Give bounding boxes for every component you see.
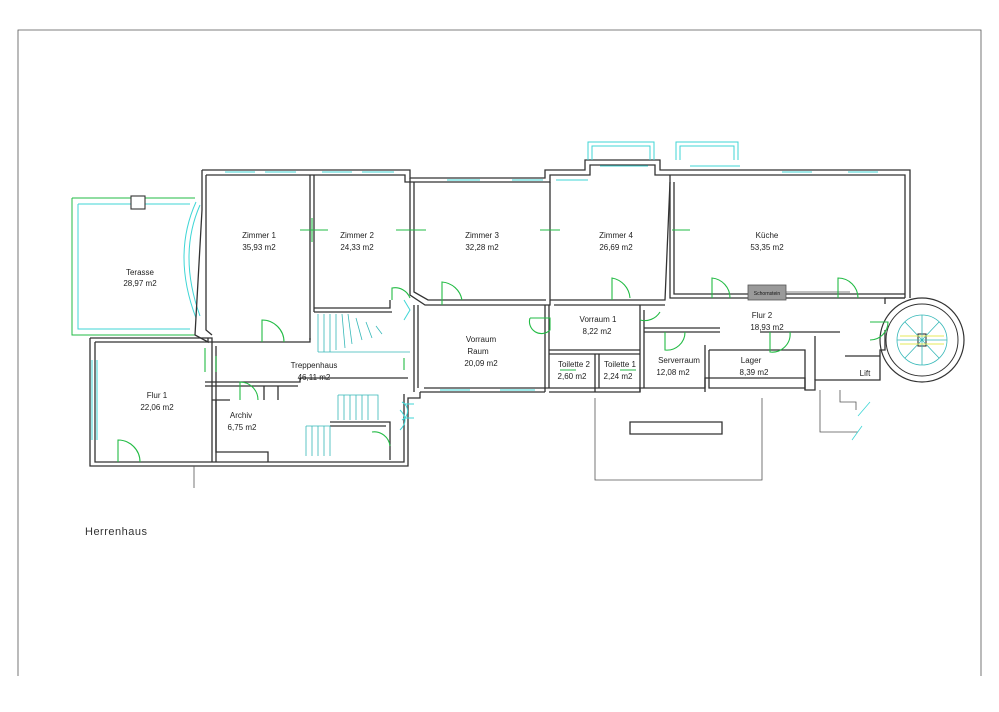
room-name-serverraum: Serverraum <box>658 356 700 365</box>
room-name-vorraum1: Vorraum 1 <box>580 315 617 324</box>
chimney-label: Schornstein <box>754 291 781 297</box>
room-name-treppenhaus: Treppenhaus <box>291 361 338 370</box>
windows <box>91 141 878 440</box>
room-name-vorraum: Vorraum <box>466 335 497 344</box>
room-area-lager: 8,39 m2 <box>740 368 769 377</box>
room-area-terasse: 28,97 m2 <box>123 279 157 288</box>
doors <box>117 218 889 463</box>
sheet-border <box>17 29 982 676</box>
room-name-zimmer3: Zimmer 3 <box>465 231 499 240</box>
room-area-vorraum1: 8,22 m2 <box>583 327 612 336</box>
room-name-terasse: Terasse <box>126 268 155 277</box>
room-name-flur2: Flur 2 <box>752 311 773 320</box>
room-area-kueche: 53,35 m2 <box>750 243 784 252</box>
room-name-zimmer2: Zimmer 2 <box>340 231 374 240</box>
room-name-lift: Lift <box>860 369 871 378</box>
annex-outline <box>193 390 871 488</box>
room-name-archiv: Archiv <box>230 411 252 420</box>
room-name-flur1: Flur 1 <box>147 391 168 400</box>
chimney: Schornstein <box>747 284 850 301</box>
room-area-toilette2: 2,60 m2 <box>558 372 587 381</box>
room-area-flur1: 22,06 m2 <box>140 403 174 412</box>
room-area-vorraum: 20,09 m2 <box>464 359 498 368</box>
spiral-staircase <box>879 297 965 383</box>
exterior-walls <box>89 159 911 467</box>
room-area-archiv: 6,75 m2 <box>228 423 257 432</box>
interior-walls <box>205 175 905 462</box>
room-area-serverraum: 12,08 m2 <box>656 368 690 377</box>
room-area-zimmer1: 35,93 m2 <box>242 243 276 252</box>
staircase <box>305 299 411 456</box>
room-name-kueche: Küche <box>756 231 779 240</box>
terrace-outline <box>71 195 201 336</box>
room-area-toilette1: 2,24 m2 <box>604 372 633 381</box>
room-area-treppenhaus: 46,11 m2 <box>298 373 331 382</box>
room-labels: Terasse 28,97 m2 Zimmer 1 35,93 m2 Zimme… <box>123 231 871 432</box>
room-name-zimmer4: Zimmer 4 <box>599 231 633 240</box>
room-name-zimmer1: Zimmer 1 <box>242 231 276 240</box>
room-area-zimmer3: 32,28 m2 <box>465 243 499 252</box>
room-area-zimmer4: 26,69 m2 <box>599 243 633 252</box>
room-name-lager: Lager <box>741 356 762 365</box>
room-name-toilette2: Toilette 2 <box>558 360 591 369</box>
room-area-flur2: 18,93 m2 <box>750 323 784 332</box>
room-name-vorraum-line2: Raum <box>467 347 489 356</box>
room-name-toilette1: Toilette 1 <box>604 360 637 369</box>
room-area-zimmer2: 24,33 m2 <box>340 243 374 252</box>
drawing-title: Herrenhaus <box>85 526 147 538</box>
